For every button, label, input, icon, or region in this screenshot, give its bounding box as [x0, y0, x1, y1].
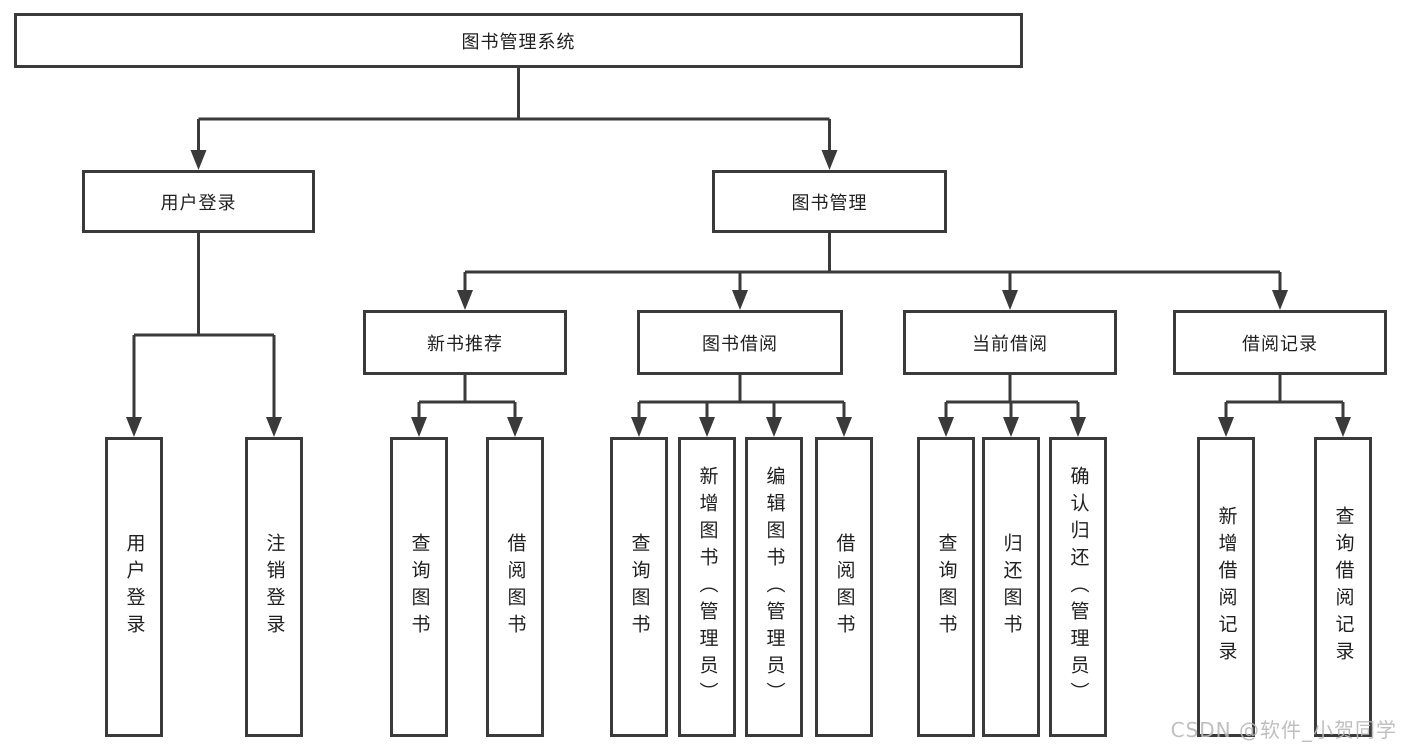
leaf-add-book-admin: 新增图书（管理员） — [678, 437, 736, 737]
root-node-library-system: 图书管理系统 — [14, 13, 1023, 68]
leaf-query-books-recommend: 查询图书 — [390, 437, 448, 737]
node-current-borrow: 当前借阅 — [903, 310, 1117, 375]
node-borrow-records: 借阅记录 — [1173, 310, 1387, 375]
leaf-query-borrow-record: 查询借阅记录 — [1314, 437, 1372, 737]
leaf-borrow-books: 借阅图书 — [815, 437, 873, 737]
leaf-borrow-books-recommend: 借阅图书 — [486, 437, 544, 737]
leaf-confirm-return-admin: 确认归还（管理员） — [1049, 437, 1107, 737]
node-book-management: 图书管理 — [712, 170, 947, 233]
leaf-query-books-borrow: 查询图书 — [610, 437, 668, 737]
leaf-return-book: 归还图书 — [982, 437, 1040, 737]
node-user-login: 用户登录 — [82, 170, 315, 233]
leaf-add-borrow-record: 新增借阅记录 — [1197, 437, 1255, 737]
node-new-book-recommend: 新书推荐 — [363, 310, 567, 375]
node-book-borrow: 图书借阅 — [637, 310, 843, 375]
leaf-user-login: 用户登录 — [105, 437, 163, 737]
leaf-query-books-current: 查询图书 — [917, 437, 975, 737]
csdn-watermark: CSDN @软件_小贺同学 — [1170, 718, 1397, 742]
leaf-logout: 注销登录 — [245, 437, 303, 737]
leaf-edit-book-admin: 编辑图书（管理员） — [745, 437, 803, 737]
